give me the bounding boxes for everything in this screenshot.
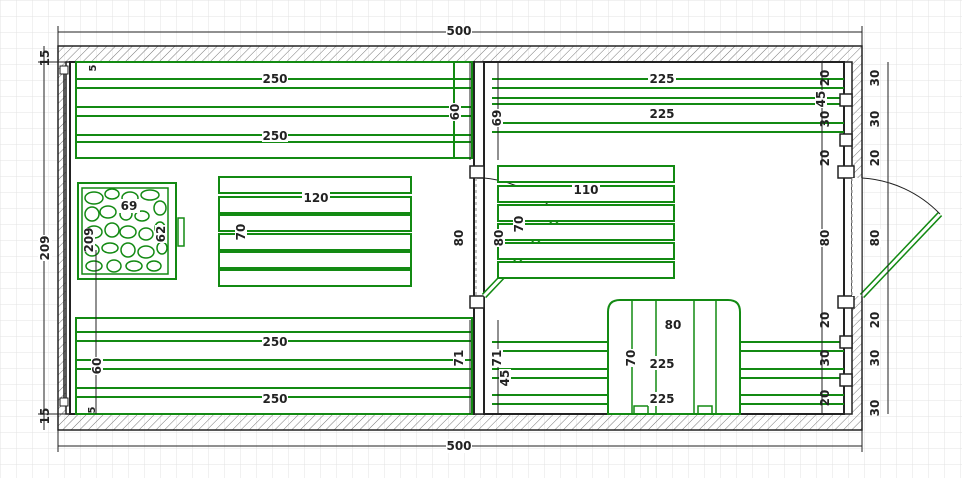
dim-top-width: 500 xyxy=(446,24,471,38)
dim-left-top-gap: 15 xyxy=(38,50,52,67)
dim-stove-depth: 62 xyxy=(154,226,168,243)
dim-wash-top-bench-1: 225 xyxy=(649,72,674,86)
dim-outer-r5: 20 xyxy=(868,312,882,329)
dim-steam-upper-top: 250 xyxy=(262,72,287,86)
dim-wash-right-20d: 20 xyxy=(818,390,832,407)
dim-steam-lower-5: 5 xyxy=(87,406,98,413)
dim-steam-door-width: 80 xyxy=(492,230,506,247)
dim-wash-grate-width: 110 xyxy=(573,183,598,197)
dim-wash-bottom-left-45: 45 xyxy=(498,370,512,387)
dim-steam-door-left: 80 xyxy=(452,230,466,247)
dim-wash-bottom-bench-1: 225 xyxy=(649,357,674,371)
dim-steam-upper-side: 5 xyxy=(88,64,99,71)
dim-steam-upper-depth: 60 xyxy=(448,104,462,121)
dim-wash-top-left: 69 xyxy=(490,110,504,127)
dim-outer-r7: 30 xyxy=(868,400,882,417)
dim-steam-lower-side: 71 xyxy=(452,350,466,367)
dim-steam-lower-top: 250 xyxy=(262,335,287,349)
dim-tub-width: 80 xyxy=(665,318,682,332)
dim-wash-right-30b: 30 xyxy=(818,350,832,367)
dimension-labels: 500 500 209 15 15 250 250 60 5 250 250 xyxy=(38,24,882,453)
dim-left-bottom-gap: 15 xyxy=(38,408,52,425)
corner-post-bottom-left xyxy=(59,397,69,407)
corner-post-top-left xyxy=(59,65,69,75)
dim-wash-right-80: 80 xyxy=(818,230,832,247)
dim-grate-depth: 70 xyxy=(234,224,248,241)
dim-steam-lower-bottom: 250 xyxy=(262,392,287,406)
dim-wash-right-20c: 20 xyxy=(818,312,832,329)
dim-outer-r4: 80 xyxy=(868,230,882,247)
dim-wash-top-bench-2: 225 xyxy=(649,107,674,121)
dim-wash-bottom-bench-2: 225 xyxy=(649,392,674,406)
dim-stove-width: 69 xyxy=(121,199,138,213)
dim-tub-depth: 70 xyxy=(624,350,638,367)
dim-wash-right-20b: 20 xyxy=(818,150,832,167)
dim-stove-height: 209 xyxy=(82,227,96,252)
dim-bottom-width: 500 xyxy=(446,439,471,453)
dim-wash-bottom-left-71: 71 xyxy=(490,350,504,367)
dim-wash-right-30a: 30 xyxy=(818,111,832,128)
dim-grate-width: 120 xyxy=(303,191,328,205)
steam-floor-grate xyxy=(218,176,412,287)
wash-top-bench xyxy=(492,78,844,133)
dim-outer-r6: 30 xyxy=(868,350,882,367)
dim-left-height: 209 xyxy=(38,235,52,260)
dim-steam-lower-depth: 60 xyxy=(90,358,104,375)
dim-outer-r3: 20 xyxy=(868,150,882,167)
dim-wash-grate-depth: 70 xyxy=(512,216,526,233)
dim-outer-r1: 30 xyxy=(868,70,882,87)
exterior-door xyxy=(837,93,943,387)
dim-wash-right-20a: 20 xyxy=(818,70,832,87)
dim-steam-upper-bottom: 250 xyxy=(262,129,287,143)
wash-floor-grate xyxy=(497,165,675,279)
dim-wash-top-right: 45 xyxy=(814,91,828,108)
dim-outer-r2: 30 xyxy=(868,111,882,128)
